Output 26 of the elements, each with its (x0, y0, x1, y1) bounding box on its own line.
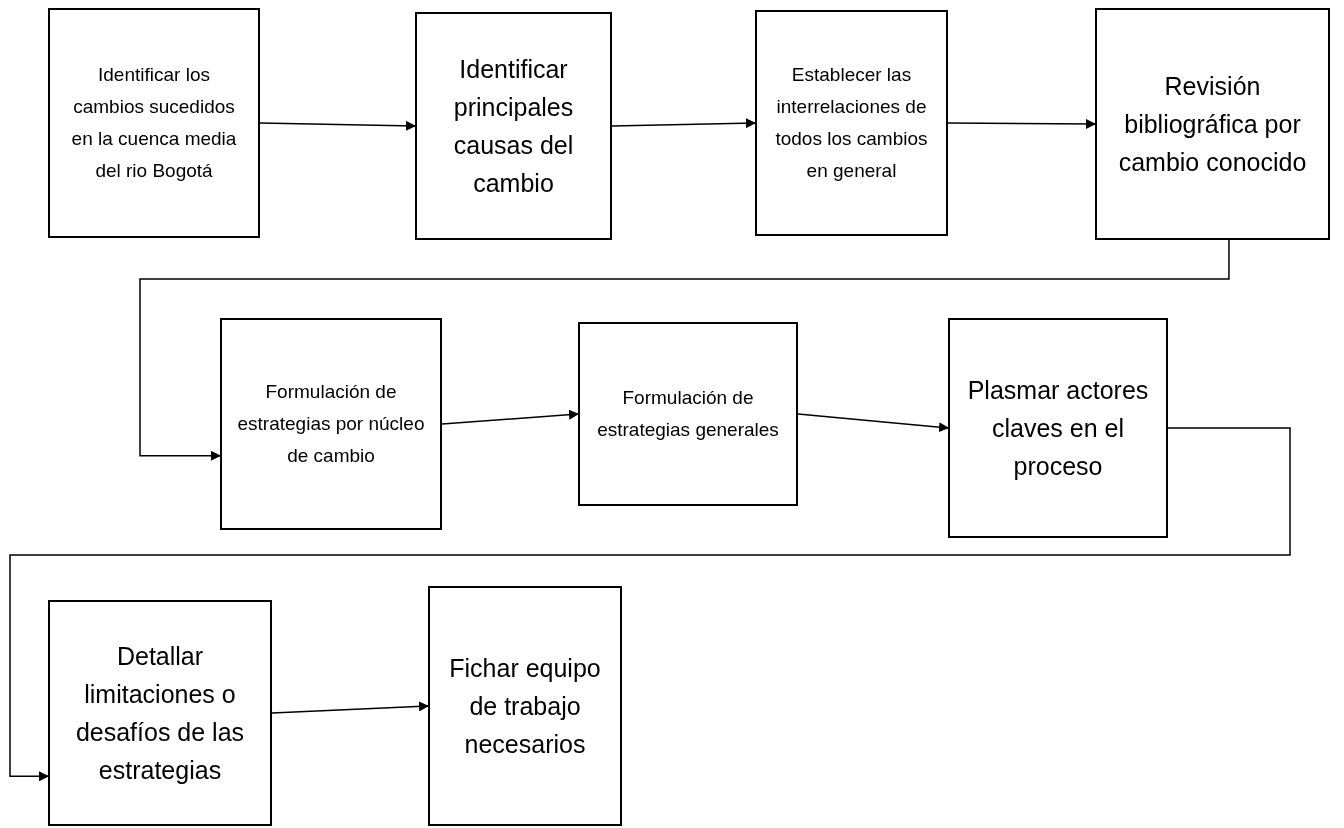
box-text: Identificar principales causas del cambio (452, 54, 575, 199)
arrow (947, 118, 1096, 129)
arrow (441, 409, 579, 425)
box-text: Formulación de estrategias por núcleo de cambio (236, 380, 426, 468)
box-text: Plasmar actores claves en el proceso (966, 375, 1150, 482)
process-box (48, 8, 260, 238)
process-box (948, 318, 1168, 538)
arrow (259, 120, 416, 131)
process-box (1095, 8, 1330, 240)
arrow (797, 413, 949, 433)
arrow (139, 239, 1230, 461)
box-text: Revisión bibliográfica por cambio conocido (1117, 71, 1308, 178)
arrow (271, 701, 429, 714)
process-box (755, 10, 948, 236)
box-text: Identificar los cambios sucedidos en la cuenca media del rio Bogotá (70, 63, 238, 183)
box-text: Formulación de estrategias generales (596, 386, 780, 442)
arrow (9, 427, 1291, 782)
process-box (578, 322, 798, 506)
process-box (48, 600, 272, 826)
arrow (611, 118, 756, 129)
process-box (415, 12, 612, 240)
process-box (220, 318, 442, 530)
box-text: Detallar limitaciones o desafíos de las estrategias (74, 641, 246, 786)
box-text: Establecer las interrelaciones de todos los cambios en general (774, 63, 929, 183)
box-text: Fichar equipo de trabajo necesarios (448, 653, 602, 760)
process-box (428, 586, 622, 826)
